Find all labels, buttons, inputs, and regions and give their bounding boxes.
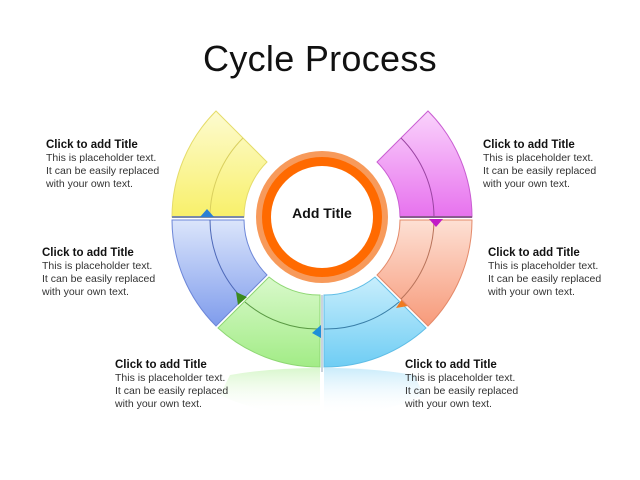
- callout-text: It can be easily replaced: [483, 165, 597, 177]
- segment-blue[interactable]: [171, 219, 268, 327]
- callout-text: It can be easily replaced: [46, 165, 160, 177]
- center-title[interactable]: Add Title: [292, 205, 352, 221]
- callout-right[interactable]: Click to add Title This is placeholder t…: [488, 246, 640, 299]
- arrow-marker: [312, 325, 321, 338]
- callout-title: Click to add Title: [115, 359, 207, 371]
- callout-top-right[interactable]: Click to add Title This is placeholder t…: [483, 138, 640, 191]
- callout-text: with your own text.: [42, 286, 129, 298]
- callout-text: This is placeholder text.: [405, 372, 516, 384]
- callout-bottom-left[interactable]: Click to add Title This is placeholder t…: [115, 358, 285, 411]
- segment-magenta[interactable]: [376, 110, 473, 227]
- callout-text: This is placeholder text.: [42, 260, 153, 272]
- callout-text: This is placeholder text.: [483, 152, 594, 164]
- segment-yellow[interactable]: [171, 110, 268, 218]
- callout-text: This is placeholder text.: [488, 260, 599, 272]
- arrow-marker: [429, 219, 443, 227]
- segment-cyan[interactable]: [323, 276, 427, 368]
- reflection-green: [220, 368, 320, 415]
- callout-left[interactable]: Click to add Title This is placeholder t…: [42, 246, 212, 299]
- reflection-cyan: [324, 368, 424, 415]
- callout-text: with your own text.: [405, 398, 492, 410]
- arrow-marker: [236, 292, 247, 305]
- callout-top-left[interactable]: Click to add Title This is placeholder t…: [46, 138, 216, 191]
- center-disc: [271, 166, 373, 268]
- callout-text: with your own text.: [46, 178, 133, 190]
- callout-bottom-right[interactable]: Click to add Title This is placeholder t…: [405, 358, 575, 411]
- callout-text: with your own text.: [488, 286, 575, 298]
- callout-title: Click to add Title: [46, 139, 138, 151]
- segment-salmon[interactable]: [376, 219, 473, 327]
- callout-text: This is placeholder text.: [115, 372, 226, 384]
- callout-title: Click to add Title: [42, 247, 134, 259]
- callout-text: It can be easily replaced: [42, 273, 156, 285]
- callout-text: with your own text.: [483, 178, 570, 190]
- callout-title: Click to add Title: [405, 359, 497, 371]
- segment-green[interactable]: [217, 276, 321, 368]
- slide-title[interactable]: Cycle Process: [203, 38, 437, 79]
- callout-title: Click to add Title: [483, 139, 575, 151]
- callout-text: It can be easily replaced: [488, 273, 602, 285]
- callout-text: This is placeholder text.: [46, 152, 157, 164]
- callout-text: It can be easily replaced: [115, 385, 229, 397]
- callout-title: Click to add Title: [488, 247, 580, 259]
- arrow-marker: [200, 209, 214, 217]
- callout-text: with your own text.: [115, 398, 202, 410]
- callout-text: It can be easily replaced: [405, 385, 519, 397]
